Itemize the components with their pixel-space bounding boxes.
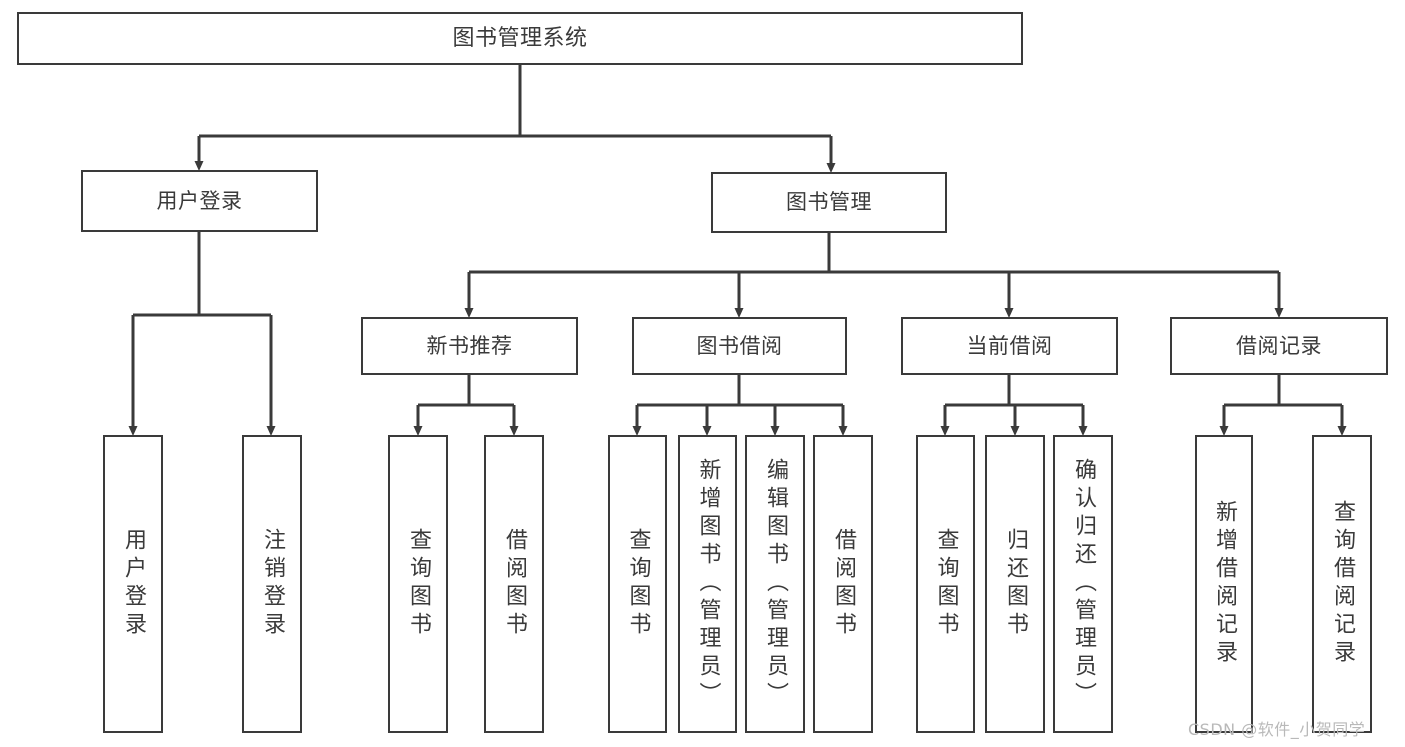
leaf-query-borrow-record[interactable]: 查询借阅记录	[1312, 435, 1372, 733]
node-label: 图书管理系统	[452, 25, 588, 51]
node-label: 当前借阅	[966, 333, 1053, 358]
node-label: 查询图书	[625, 528, 651, 640]
node-label: 新书推荐	[426, 333, 513, 358]
node-label: 注销登录	[260, 528, 285, 640]
leaf-query-book-current[interactable]: 查询图书	[916, 435, 975, 733]
leaf-query-book[interactable]: 查询图书	[608, 435, 667, 733]
node-label: 用户登录	[156, 188, 243, 213]
node-user-login[interactable]: 用户登录	[81, 170, 318, 232]
node-label: 图书借阅	[696, 333, 783, 358]
node-label: 查询图书	[406, 528, 431, 640]
watermark: CSDN @软件_小贺同学	[1188, 720, 1366, 739]
node-label: 新增借阅记录	[1212, 500, 1237, 668]
node-label: 查询图书	[933, 528, 959, 640]
node-label: 借阅图书	[831, 528, 856, 640]
leaf-add-borrow-record[interactable]: 新增借阅记录	[1195, 435, 1253, 733]
node-new-book-recommend[interactable]: 新书推荐	[361, 317, 578, 375]
node-label: 确认归还（管理员）	[1071, 458, 1096, 710]
node-label: 查询借阅记录	[1330, 500, 1355, 668]
leaf-add-book-admin[interactable]: 新增图书（管理员）	[678, 435, 737, 733]
node-label: 新增图书（管理员）	[695, 458, 721, 710]
leaf-borrow-book[interactable]: 借阅图书	[813, 435, 873, 733]
leaf-return-book[interactable]: 归还图书	[985, 435, 1045, 733]
node-label: 编辑图书（管理员）	[763, 458, 788, 710]
node-book-borrow[interactable]: 图书借阅	[632, 317, 847, 375]
leaf-borrow-book-recommend[interactable]: 借阅图书	[484, 435, 544, 733]
node-label: 借阅记录	[1236, 333, 1322, 358]
node-current-borrow[interactable]: 当前借阅	[901, 317, 1118, 375]
leaf-edit-book-admin[interactable]: 编辑图书（管理员）	[745, 435, 805, 733]
node-label: 借阅图书	[502, 528, 527, 640]
node-label: 图书管理	[786, 190, 872, 214]
node-root-system[interactable]: 图书管理系统	[17, 12, 1023, 65]
leaf-user-logout[interactable]: 注销登录	[242, 435, 302, 733]
node-borrow-record[interactable]: 借阅记录	[1170, 317, 1388, 375]
node-label: 用户登录	[121, 528, 146, 640]
node-label: 归还图书	[1003, 528, 1028, 640]
leaf-query-book-recommend[interactable]: 查询图书	[388, 435, 448, 733]
leaf-user-login[interactable]: 用户登录	[103, 435, 163, 733]
node-book-management[interactable]: 图书管理	[711, 172, 947, 233]
leaf-confirm-return-admin[interactable]: 确认归还（管理员）	[1053, 435, 1113, 733]
